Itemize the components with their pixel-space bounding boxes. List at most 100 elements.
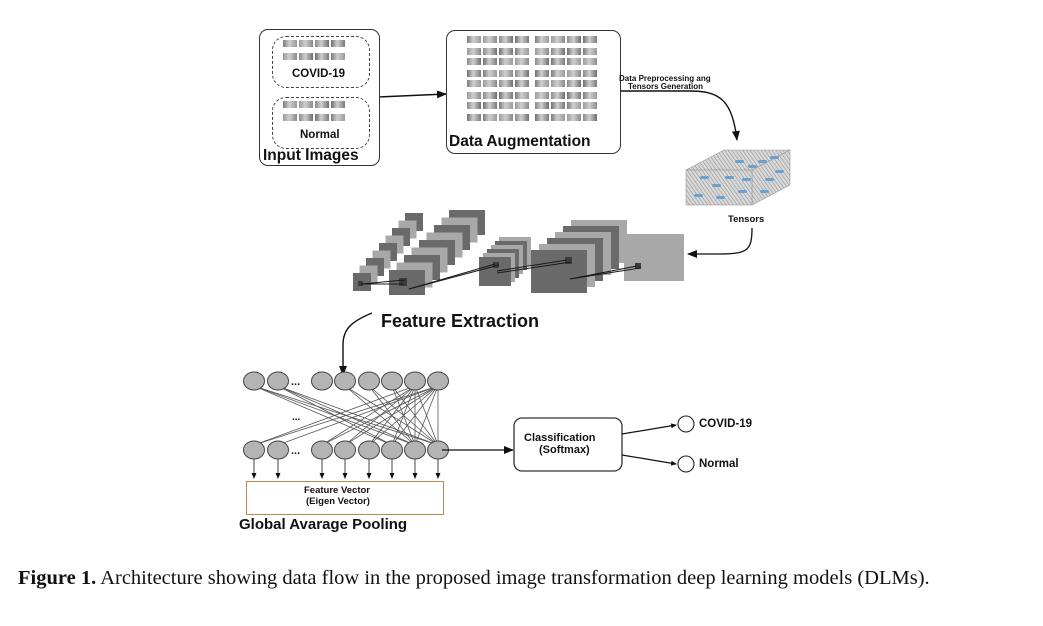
xray-thumbnail bbox=[483, 70, 497, 77]
output-node bbox=[243, 440, 265, 460]
cnn-feature-maps bbox=[353, 210, 684, 295]
output-node bbox=[334, 440, 356, 460]
xray-thumbnail bbox=[331, 114, 345, 121]
connection bbox=[368, 385, 439, 446]
xray-thumbnail bbox=[551, 48, 565, 55]
xray-thumbnail bbox=[515, 70, 529, 77]
arrow-to-normal bbox=[621, 454, 677, 466]
output-node-normal bbox=[677, 455, 695, 473]
tensor-cell bbox=[725, 176, 734, 179]
xray-thumbnail bbox=[535, 58, 549, 65]
xray-thumbnail bbox=[283, 114, 297, 121]
connection bbox=[321, 385, 416, 446]
xray-thumbnail bbox=[551, 36, 565, 43]
layer-ellipsis: ... bbox=[291, 445, 300, 457]
xray-thumbnail bbox=[299, 53, 313, 60]
tensor-cell bbox=[716, 196, 725, 199]
output-node bbox=[404, 440, 426, 460]
projection-line bbox=[408, 264, 500, 290]
input-feature-map bbox=[624, 234, 684, 281]
xray-thumbnail bbox=[467, 92, 481, 99]
xray-thumbnail bbox=[315, 101, 329, 108]
input-node bbox=[404, 371, 426, 391]
architecture-diagram: ...... COVID-19 Normal Input Images Data… bbox=[239, 29, 791, 533]
arrow-features-to-pooling bbox=[339, 312, 373, 376]
xray-thumbnail bbox=[499, 48, 513, 55]
arrow-to-covid bbox=[621, 423, 677, 435]
output-label-covid: COVID-19 bbox=[699, 418, 753, 430]
xray-thumbnail bbox=[499, 58, 513, 65]
xray-thumbnail bbox=[315, 53, 329, 60]
figure-caption-text: Architecture showing data flow in the pr… bbox=[96, 567, 930, 589]
xray-thumbnail bbox=[483, 92, 497, 99]
arrow-input-to-augmentation bbox=[377, 90, 447, 99]
feature-vector-box bbox=[246, 481, 444, 515]
tensor-cell bbox=[748, 165, 757, 168]
output-node bbox=[267, 440, 289, 460]
feature-vector-line2: (Eigen Vector) bbox=[306, 496, 370, 507]
projection-line bbox=[496, 261, 572, 274]
xray-thumbnail bbox=[551, 92, 565, 99]
xray-thumbnail bbox=[483, 102, 497, 109]
feature-vector-line1: Feature Vector bbox=[304, 485, 370, 496]
xray-thumbnail bbox=[331, 101, 345, 108]
xray-thumbnail bbox=[283, 53, 297, 60]
tensor-cell bbox=[700, 176, 709, 179]
output-label-normal: Normal bbox=[699, 458, 739, 470]
data-augmentation-title: Data Augmentation bbox=[449, 133, 591, 150]
xray-thumbnail bbox=[499, 102, 513, 109]
xray-thumbnail bbox=[535, 70, 549, 77]
xray-thumbnail bbox=[515, 114, 529, 121]
connection bbox=[253, 385, 439, 446]
xray-thumbnail bbox=[583, 80, 597, 87]
global-average-pooling-title: Global Avarage Pooling bbox=[239, 516, 408, 533]
xray-thumbnail bbox=[467, 48, 481, 55]
connection bbox=[391, 385, 439, 446]
xray-thumbnail bbox=[299, 101, 313, 108]
xray-thumbnail bbox=[567, 102, 581, 109]
diagram-canvas: ...... bbox=[243, 90, 791, 479]
xray-thumbnail bbox=[535, 102, 549, 109]
xray-thumbnail bbox=[467, 102, 481, 109]
projection-line bbox=[496, 259, 568, 272]
xray-thumbnail bbox=[583, 48, 597, 55]
xray-thumbnail bbox=[299, 40, 313, 47]
tensor-cell bbox=[775, 170, 784, 173]
xray-thumbnail bbox=[483, 58, 497, 65]
xray-thumbnail bbox=[567, 80, 581, 87]
input-node bbox=[381, 371, 403, 391]
kernel bbox=[493, 262, 499, 268]
covid-group bbox=[272, 36, 370, 88]
input-node bbox=[358, 371, 380, 391]
xray-thumbnail bbox=[535, 36, 549, 43]
preprocessing-label-line2: Tensors Generation bbox=[628, 82, 703, 91]
xray-thumbnail bbox=[567, 92, 581, 99]
tensor-cell bbox=[758, 160, 767, 163]
tensor-cell bbox=[738, 190, 747, 193]
xray-thumbnail bbox=[535, 114, 549, 121]
xray-thumbnail bbox=[515, 92, 529, 99]
xray-thumbnail bbox=[467, 70, 481, 77]
xray-thumbnail bbox=[467, 114, 481, 121]
xray-thumbnail bbox=[515, 36, 529, 43]
xray-thumbnail bbox=[483, 36, 497, 43]
xray-thumbnail bbox=[551, 70, 565, 77]
xray-thumbnail bbox=[567, 58, 581, 65]
figure-caption-label: Figure 1. bbox=[18, 567, 97, 589]
normal-group-label: Normal bbox=[300, 129, 340, 141]
xray-thumbnail bbox=[551, 80, 565, 87]
input-node bbox=[334, 371, 356, 391]
xray-thumbnail bbox=[583, 102, 597, 109]
connection bbox=[414, 385, 439, 446]
pooling-network: ...... bbox=[243, 371, 449, 479]
output-node-covid bbox=[677, 415, 695, 433]
xray-thumbnail bbox=[299, 114, 313, 121]
xray-thumbnail bbox=[315, 114, 329, 121]
xray-thumbnail bbox=[515, 102, 529, 109]
input-node bbox=[427, 371, 449, 391]
connection bbox=[277, 385, 439, 446]
xray-thumbnail bbox=[331, 53, 345, 60]
kernel bbox=[635, 263, 641, 269]
xray-thumbnail bbox=[583, 114, 597, 121]
tensor-cell bbox=[770, 156, 779, 159]
